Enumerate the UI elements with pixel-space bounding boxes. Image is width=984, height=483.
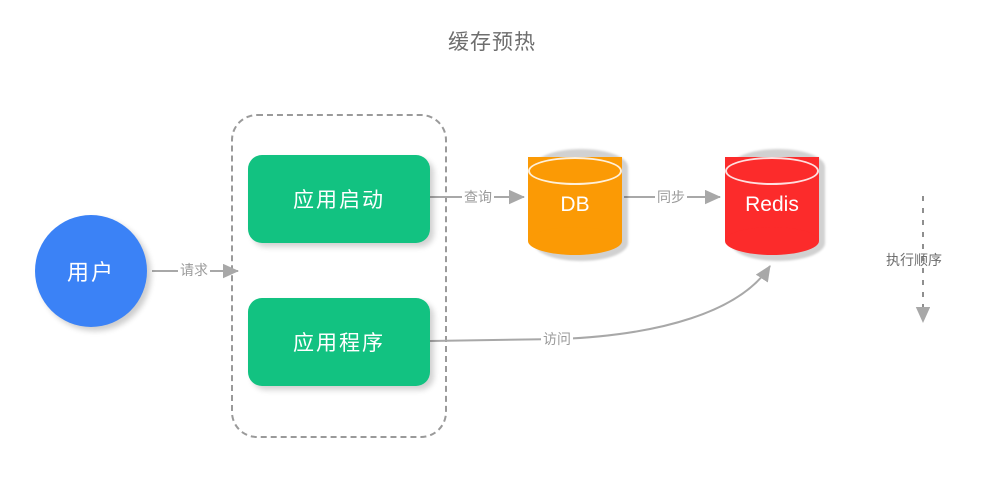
node-app-startup[interactable]: 应用启动 <box>248 155 430 243</box>
redis-top-cap <box>725 157 819 185</box>
node-application[interactable]: 应用程序 <box>248 298 430 386</box>
node-app-startup-label: 应用启动 <box>293 189 385 212</box>
node-db[interactable]: DB <box>528 143 628 261</box>
edge-label-access: 访问 <box>541 329 573 349</box>
node-user-label: 用户 <box>66 260 115 285</box>
node-application-label: 应用程序 <box>293 332 385 355</box>
node-db-label: DB <box>560 193 590 216</box>
edge-access-line <box>429 265 771 342</box>
page-title: 缓存预热 <box>448 31 536 54</box>
node-user[interactable]: 用户 <box>35 215 147 327</box>
edge-label-query: 查询 <box>462 187 494 207</box>
execution-order-label: 执行顺序 <box>886 252 942 268</box>
edge-label-request: 请求 <box>178 260 210 280</box>
node-redis-label: Redis <box>745 193 799 216</box>
edge-label-sync: 同步 <box>655 187 687 207</box>
db-body <box>528 157 622 255</box>
redis-bottom-cap <box>725 227 819 255</box>
redis-body <box>725 157 819 255</box>
node-redis[interactable]: Redis <box>725 143 825 261</box>
db-top-cap <box>528 157 622 185</box>
db-bottom-cap <box>528 227 622 255</box>
